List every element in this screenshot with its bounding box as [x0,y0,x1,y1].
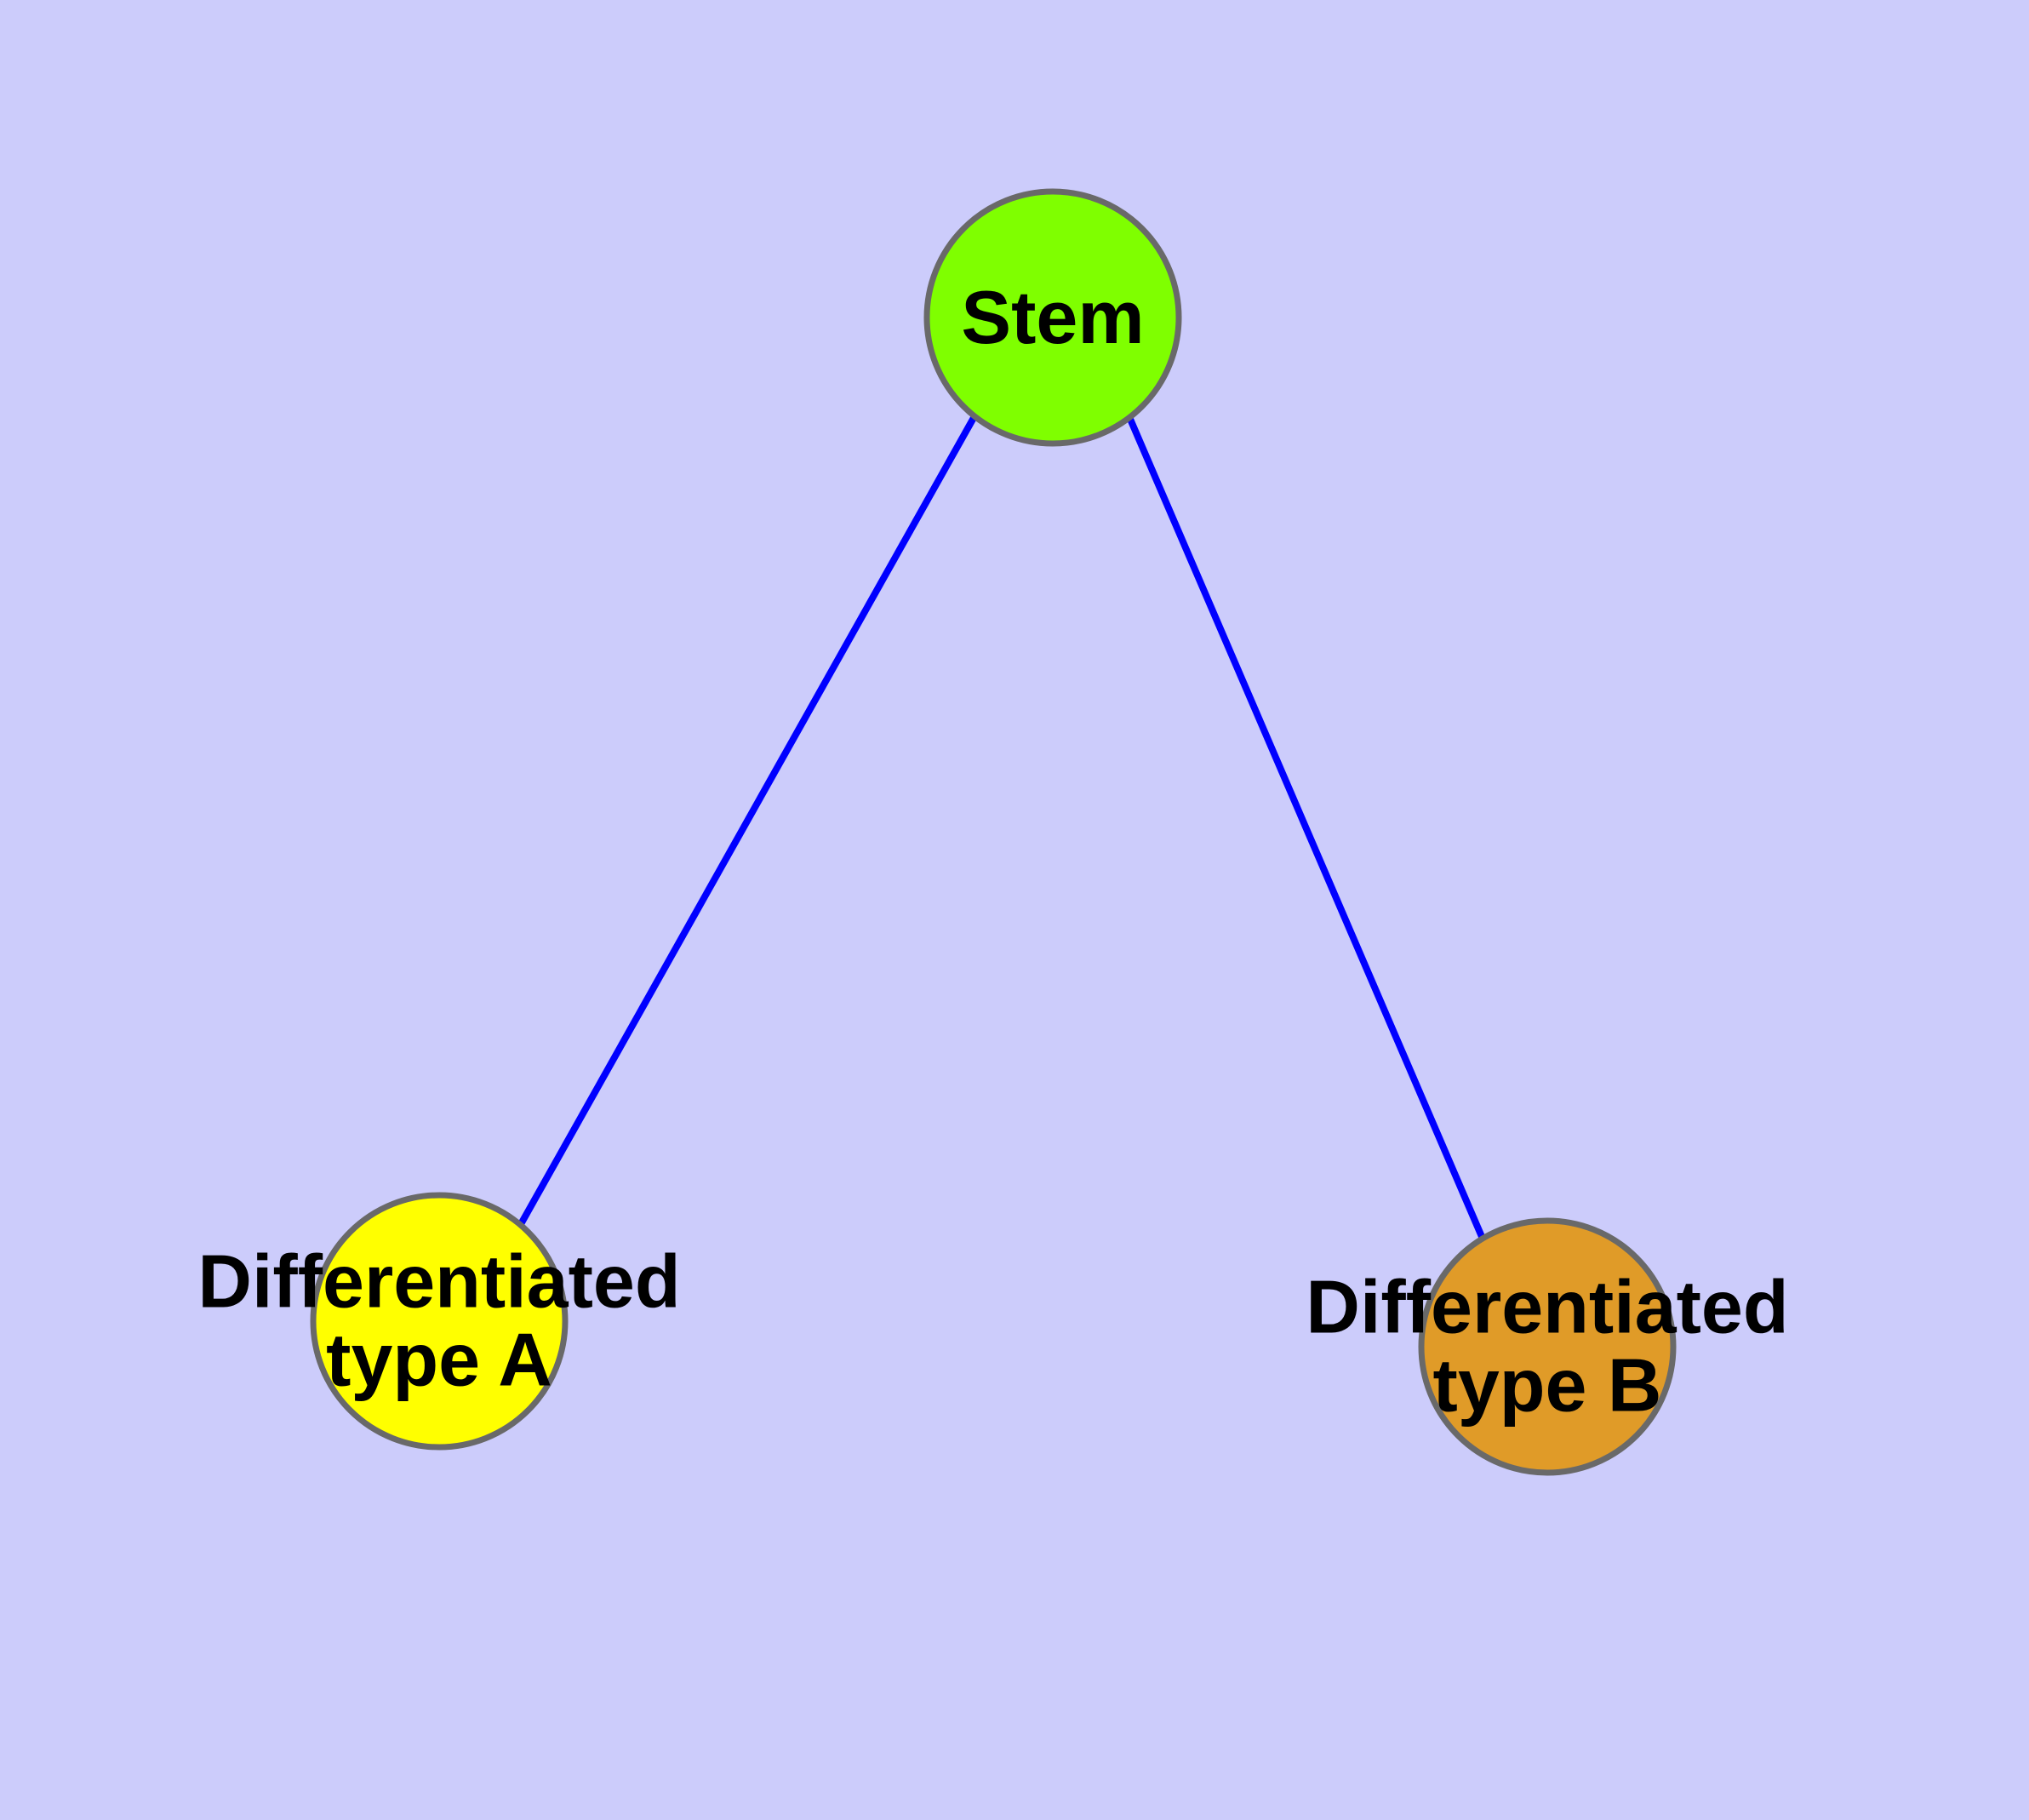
graph-node-diff_a[interactable] [310,1192,569,1451]
graph-edge-stem-to-b [1126,415,1486,1240]
graph-node-stem[interactable] [923,188,1182,447]
edge-layer [517,415,1486,1240]
node-layer [310,188,1677,1476]
graph-edge-stem-to-a [517,415,978,1226]
graph-node-diff_b[interactable] [1418,1217,1677,1476]
